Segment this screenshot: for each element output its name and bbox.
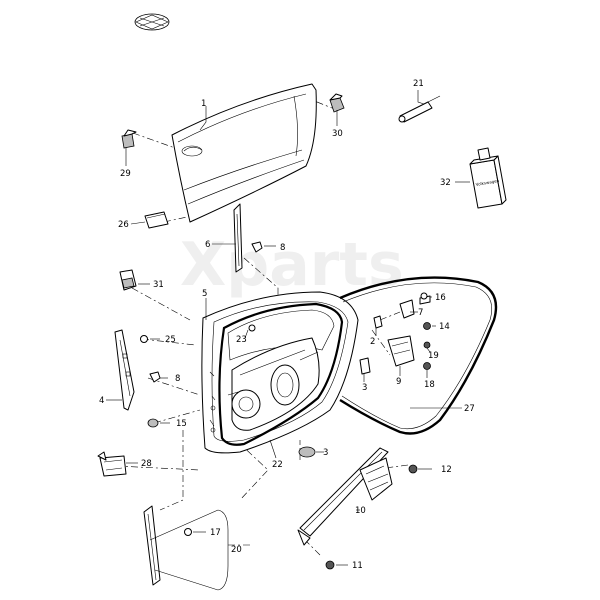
callout-29: 29 (120, 169, 131, 179)
plug-3-lower (298, 446, 316, 458)
callout-14: 14 (439, 322, 450, 332)
bolt-16 (419, 292, 431, 305)
callout-32: 32 (440, 178, 451, 188)
window-trim-strip (233, 203, 243, 273)
clip-8-upper (251, 241, 263, 253)
foam-pad (144, 211, 169, 229)
callout-27: 27 (464, 404, 475, 414)
leader-lines (106, 90, 470, 591)
door-check-bracket (119, 269, 137, 291)
callout-25: 25 (165, 335, 176, 345)
hinge-cover-cap (329, 93, 345, 113)
callout-28: 28 (141, 459, 152, 469)
callout-11: 11 (352, 561, 363, 571)
callout-26: 26 (118, 220, 129, 230)
bolt-12 (408, 464, 418, 474)
callout-labels: 1 2 3 3 4 5 6 7 8 8 9 10 11 12 14 15 16 … (99, 79, 475, 571)
watermark-text: Xparts (180, 230, 404, 300)
spacer-3-upper (359, 357, 371, 375)
callout-21: 21 (413, 79, 424, 89)
brand-logo-icon (134, 13, 170, 31)
callout-20: 20 (231, 545, 242, 555)
callout-3-spacer: 3 (362, 383, 367, 393)
outer-trim-strip (114, 329, 135, 411)
lower-guide-strip (143, 505, 161, 586)
callout-8-upper: 8 (280, 243, 285, 253)
inner-door-frame (201, 291, 359, 454)
callout-4: 4 (99, 396, 104, 406)
callout-23: 23 (236, 335, 247, 345)
callout-1: 1 (201, 99, 206, 109)
callout-2: 2 (370, 337, 375, 347)
bolt-14 (423, 322, 431, 330)
callout-19: 19 (428, 351, 439, 361)
bolt-19 (423, 341, 431, 349)
callout-12: 12 (441, 465, 452, 475)
lubricant-box: Volkswagen (469, 147, 507, 209)
callout-5: 5 (202, 289, 207, 299)
callout-30: 30 (332, 129, 343, 139)
svg-text:Volkswagen: Volkswagen (475, 178, 500, 187)
callout-18: 18 (424, 380, 435, 390)
grommet-25 (140, 335, 148, 343)
door-opening-seal (339, 276, 498, 435)
grease-tube (398, 95, 441, 123)
callout-3-plug: 3 (323, 448, 328, 458)
callout-31: 31 (153, 280, 164, 290)
inner-door-seal (218, 302, 344, 446)
window-regulator-rail (297, 447, 393, 546)
outer-door-panel (171, 83, 317, 223)
callout-6: 6 (205, 240, 210, 250)
callout-17: 17 (210, 528, 221, 538)
callout-15: 15 (176, 419, 187, 429)
clip-17 (184, 528, 192, 536)
callout-10: 10 (355, 506, 366, 516)
handle-bracket-28 (97, 451, 127, 477)
door-lock-9 (387, 299, 415, 367)
clip-8-lower (149, 371, 161, 383)
grommet-23 (248, 324, 256, 332)
callout-8-lower: 8 (175, 374, 180, 384)
callout-16: 16 (435, 293, 446, 303)
door-stop-block (121, 129, 137, 149)
callout-22: 22 (272, 460, 283, 470)
callout-9: 9 (396, 377, 401, 387)
callout-7: 7 (418, 308, 423, 318)
bolt-18 (423, 362, 431, 370)
nut-11 (325, 560, 335, 570)
screw-2 (373, 315, 383, 329)
plug-15 (147, 418, 159, 428)
